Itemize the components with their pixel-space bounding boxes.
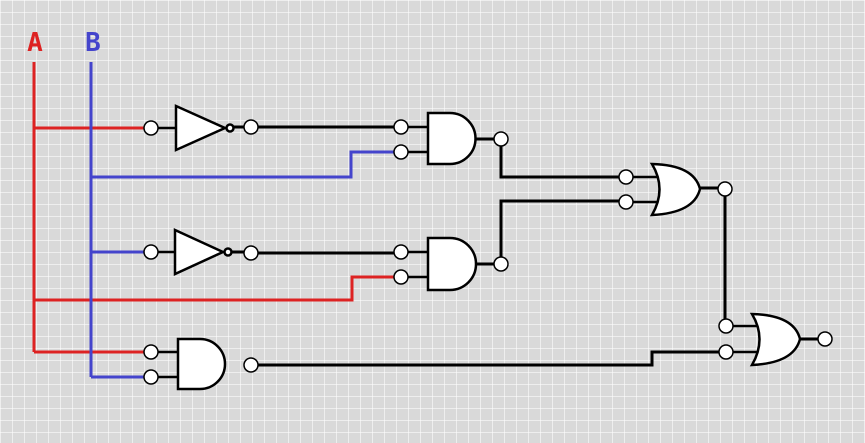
wire-and1-to-or1 <box>476 137 621 179</box>
and-gate-3[interactable] <box>156 337 227 391</box>
not-gate-2-output-pin[interactable] <box>243 245 259 261</box>
and-gate-3-body <box>176 337 227 391</box>
and-gate-2-input-pin-2[interactable] <box>393 269 409 285</box>
or-gate-1-input-pin-2[interactable] <box>618 194 634 210</box>
and-gate-3-input-pin-2[interactable] <box>143 369 159 385</box>
not-gate-2[interactable] <box>156 228 233 276</box>
not-gate-1-bubble <box>225 123 235 133</box>
wires-b <box>89 62 396 379</box>
or-gate-1-output-pin[interactable] <box>717 181 733 197</box>
or-gate-1-body <box>649 162 702 217</box>
and-gate-1-output-pin[interactable] <box>493 131 509 147</box>
or-gate-2-output-pin[interactable] <box>817 331 833 347</box>
not-gate-1-output-pin[interactable] <box>243 119 259 135</box>
and-gate-1-input-pin-1[interactable] <box>393 119 409 135</box>
or-gate-1-input-pin-1[interactable] <box>618 169 634 185</box>
and-gate-1-body <box>426 111 477 166</box>
and-gate-2-input-pin-1[interactable] <box>393 244 409 260</box>
not-gate-2-body <box>173 228 227 276</box>
and-gate-1[interactable] <box>406 111 477 166</box>
not-gate-2-input-pin[interactable] <box>143 244 159 260</box>
wire-a-to-and2 <box>34 275 396 302</box>
wire-and3-to-or2 <box>256 350 720 367</box>
or-gate-2-input-pin-2[interactable] <box>718 344 734 360</box>
not-gate-2-bubble <box>223 247 233 257</box>
and-gate-2-body <box>426 236 478 292</box>
input-label-b: B <box>85 28 101 58</box>
and-gate-1-input-pin-2[interactable] <box>393 144 409 160</box>
or-gate-2-input-pin-1[interactable] <box>718 318 734 334</box>
wire-or1-to-or2 <box>700 186 727 326</box>
or-gate-2-body <box>749 312 802 367</box>
or-gate-2[interactable] <box>731 312 802 367</box>
pins <box>143 119 833 385</box>
and-gate-3-input-pin-1[interactable] <box>143 344 159 360</box>
input-label-a: A <box>27 28 43 58</box>
and-gate-2[interactable] <box>406 236 478 292</box>
wire-b-to-and1 <box>91 150 396 179</box>
not-gate-1-body <box>174 104 229 152</box>
not-gate-1-input-pin[interactable] <box>143 120 159 136</box>
or-gate-1[interactable] <box>631 162 702 217</box>
not-gate-1[interactable] <box>156 104 235 152</box>
and-gate-2-output-pin[interactable] <box>493 256 509 272</box>
wire-and2-to-or1 <box>476 199 621 266</box>
wires-a <box>32 62 396 354</box>
and-gate-3-output-pin[interactable] <box>243 357 259 373</box>
